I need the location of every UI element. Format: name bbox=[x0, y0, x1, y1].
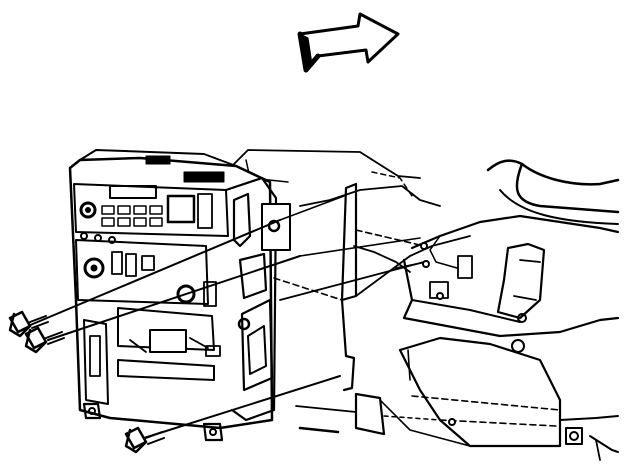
instrument-panel-carrier bbox=[231, 149, 620, 461]
radio-control-panel-assembly bbox=[68, 149, 291, 442]
mounting-bolt-upper-2 bbox=[24, 237, 421, 354]
mounting-bolt-lower bbox=[124, 375, 341, 454]
carrier-fastener-holes bbox=[420, 242, 456, 426]
mounting-bolt-upper-1 bbox=[8, 195, 345, 338]
mounting-bolt-middle bbox=[279, 261, 427, 301]
preset-buttons bbox=[101, 205, 163, 227]
direction-arrow-icon bbox=[297, 12, 400, 73]
